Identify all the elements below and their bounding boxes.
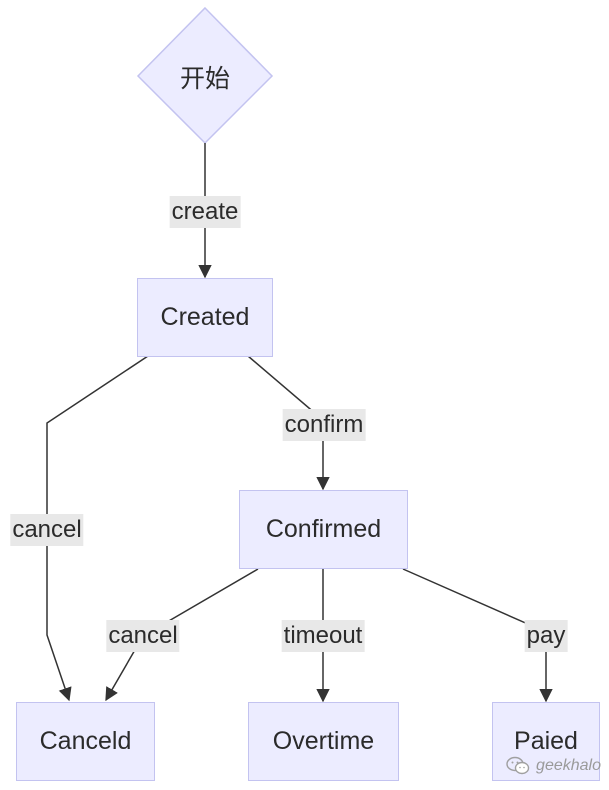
edge-label-pay: pay: [524, 620, 568, 652]
edge-label-timeout: timeout: [281, 620, 365, 652]
node-created: Created: [137, 278, 273, 357]
node-overtime: Overtime: [248, 702, 399, 781]
wechat-icon: [506, 756, 530, 775]
watermark: geekhalo: [506, 756, 601, 776]
edge-label-cancel-from-confirmed: cancel: [106, 620, 180, 652]
node-paid: Paied: [492, 702, 600, 781]
edge-label-confirm: confirm: [282, 409, 366, 441]
node-canceled: Canceld: [16, 702, 155, 781]
start-node-label: 开始: [179, 64, 231, 93]
watermark-text: geekhalo: [536, 757, 601, 774]
edge-label-create: create: [169, 196, 241, 228]
edge-label-cancel-from-created: cancel: [10, 514, 84, 546]
node-confirmed: Confirmed: [239, 490, 408, 569]
